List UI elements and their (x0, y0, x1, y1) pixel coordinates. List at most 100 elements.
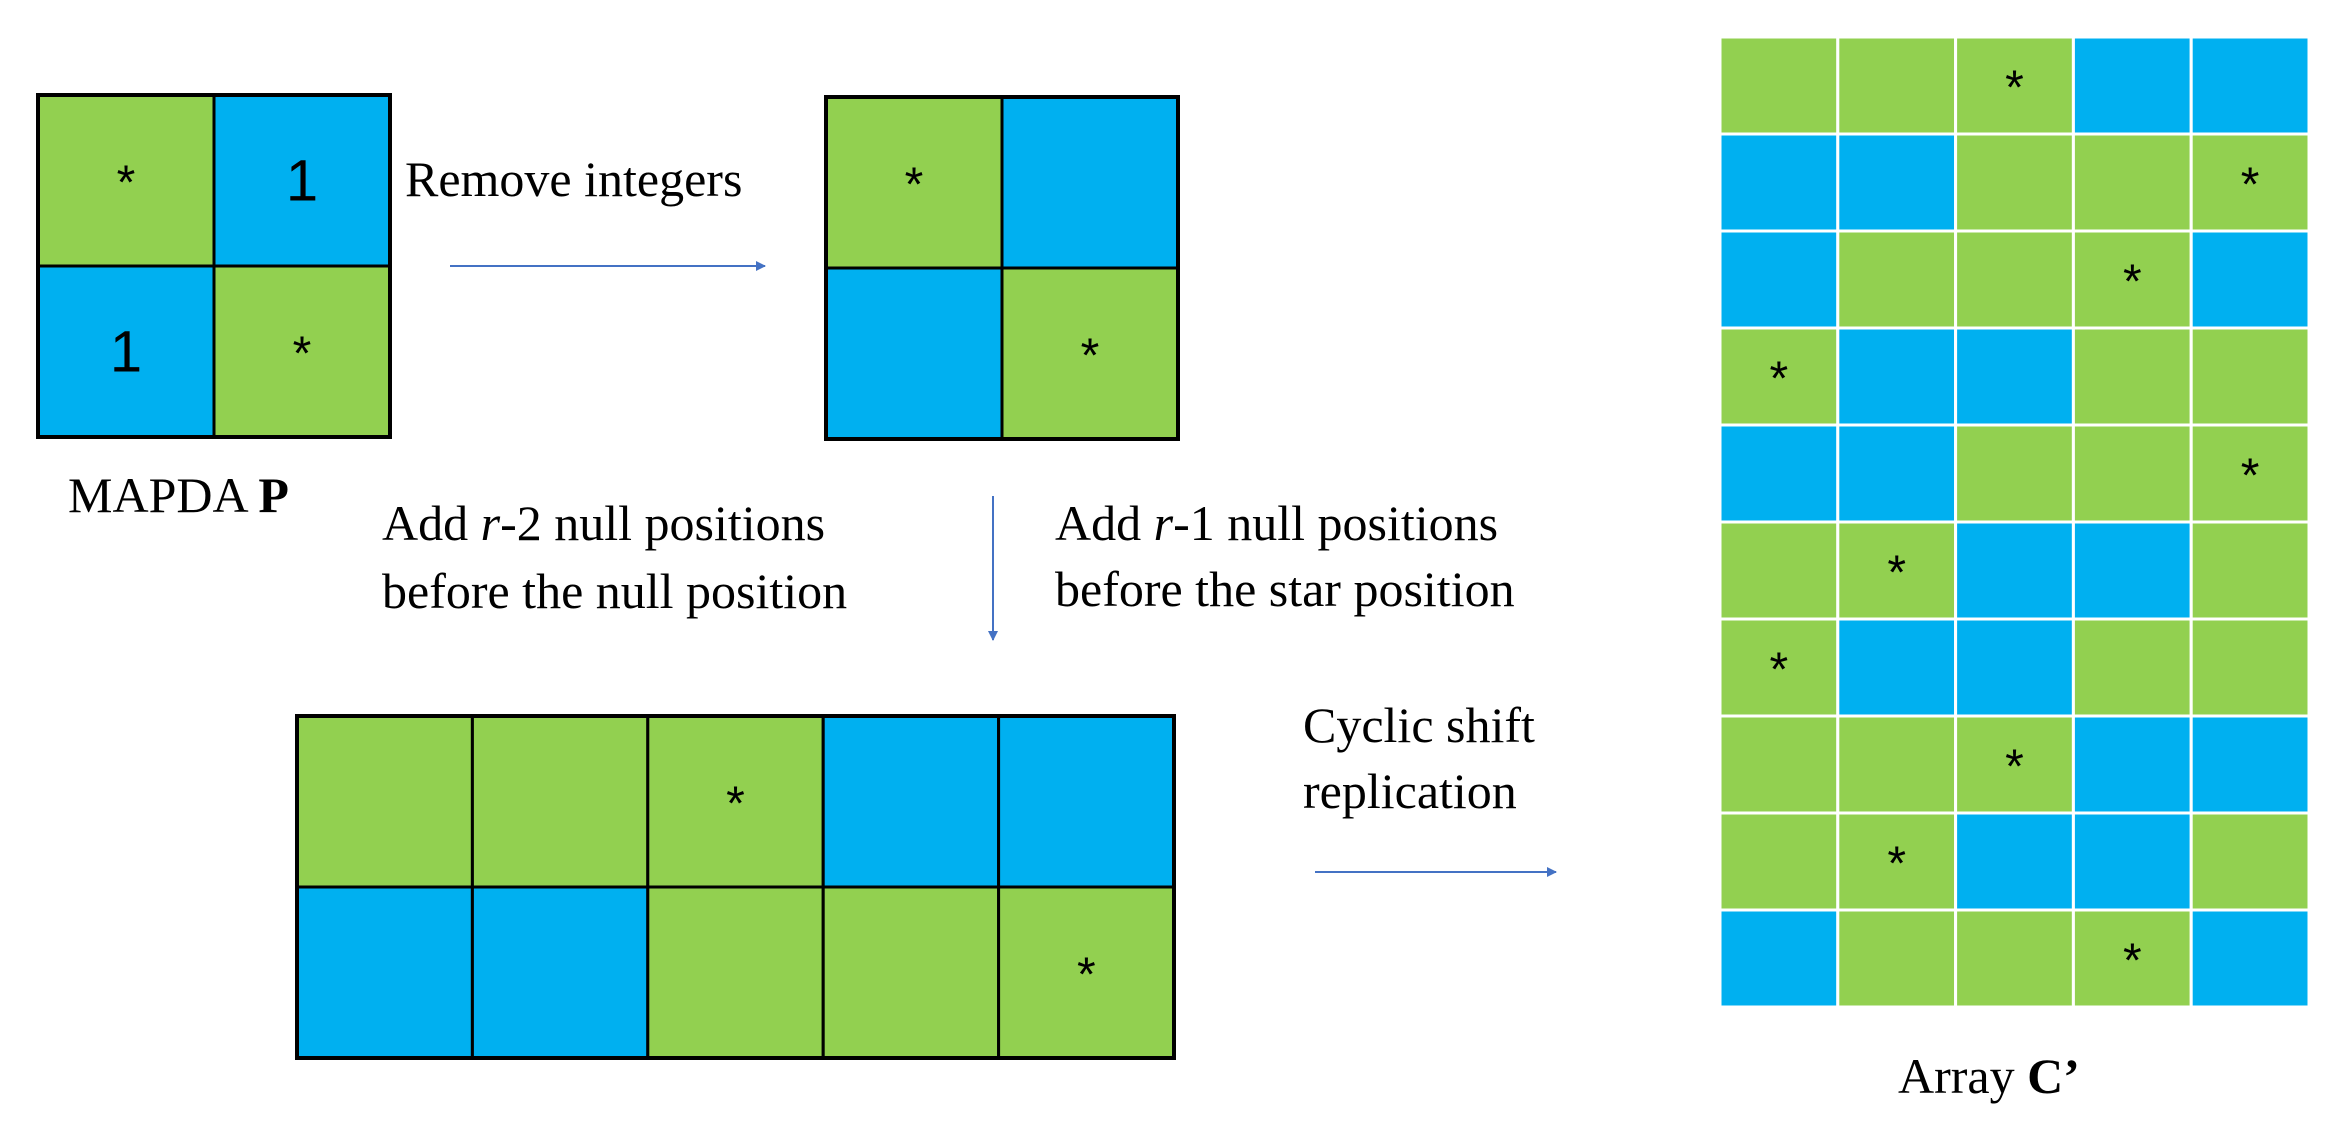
array_c-cell-r1-c2 (1954, 132, 2075, 233)
array_c-cell-r7-c3 (2071, 714, 2193, 815)
expanded-cell-r0-c3 (821, 714, 1001, 889)
array_c-cell-r6-c3 (2071, 617, 2193, 718)
array_c-cell-r3-c1 (1836, 326, 1958, 427)
mapda_p-cell-value-r0-c0: * (117, 157, 136, 210)
array_c-cell-r4-c3 (2071, 423, 2193, 524)
removed-cell-r0-c1 (1000, 95, 1180, 270)
expanded-cell-r1-c3 (821, 885, 1001, 1060)
expanded-outline (295, 714, 1176, 1060)
array_c-cell-r1-c0 (1718, 132, 1840, 233)
array_c-cell-value-r8-c1: * (1887, 838, 1906, 891)
add-r2-post: -2 null positions (500, 495, 825, 551)
cyclic-shift-label-line1: Cyclic shift (1303, 697, 1535, 753)
array_c-cell-r0-c4 (2189, 35, 2311, 136)
mapda_p-cell-r0-c0 (36, 93, 216, 268)
mapda-p-matrix: * 1 1 * (36, 93, 392, 439)
array_c-cell-value-r4-c4: * (2241, 450, 2260, 503)
array_c-cell-value-r3-c0: * (1770, 353, 1789, 406)
array_c-cell-r8-c2 (1954, 811, 2075, 912)
removed-outline (824, 95, 1180, 441)
removed-cell-r1-c0 (824, 266, 1004, 441)
array_c-cell-r3-c2 (1954, 326, 2075, 427)
array-caption-bold: C’ (2027, 1048, 2080, 1104)
array_c-cell-value-r9-c3: * (2123, 935, 2142, 988)
array_c-cell-r5-c0 (1718, 520, 1840, 621)
mapda_p-cell-value-r1-c1: * (293, 328, 312, 381)
array_c-cell-value-r2-c3: * (2123, 256, 2142, 309)
array_c-cell-r0-c3 (2071, 35, 2193, 136)
array_c-cell-r5-c1 (1836, 520, 1958, 621)
mapda-p-caption: MAPDA P (68, 467, 289, 523)
mapda-caption-bold: P (258, 467, 289, 523)
array-c-prime-matrix: * * * * * * * * * * (1718, 35, 2311, 1009)
expanded-cell-value-r1-c4: * (1077, 949, 1096, 1002)
add-r1-post: -1 null positions (1173, 495, 1498, 551)
array_c-cell-r3-c4 (2189, 326, 2311, 427)
add-r2-italic-r: r (481, 495, 501, 551)
array_c-cell-r8-c4 (2189, 811, 2311, 912)
array_c-cell-r2-c2 (1954, 229, 2075, 330)
array_c-cell-value-r1-c4: * (2241, 159, 2260, 212)
expanded-cell-r1-c1 (470, 885, 650, 1060)
mapda_p-cell-r1-c0 (36, 264, 216, 439)
array_c-cell-r4-c1 (1836, 423, 1958, 524)
array_c-cell-r5-c4 (2189, 520, 2311, 621)
array_c-cell-value-r6-c0: * (1770, 644, 1789, 697)
removed-cell-r1-c1 (1000, 266, 1180, 441)
mapda_p-outline (36, 93, 392, 439)
array_c-cell-r5-c3 (2071, 520, 2193, 621)
add-r2-pre: Add (382, 495, 481, 551)
array_c-cell-r9-c1 (1836, 908, 1958, 1009)
add-r2-null-label-line1: Add r-2 null positions (382, 495, 825, 551)
array_c-cell-value-r5-c1: * (1887, 547, 1906, 600)
expanded-cell-r0-c1 (470, 714, 650, 889)
mapda-caption-prefix: MAPDA (68, 467, 258, 523)
add-r1-pre: Add (1055, 495, 1154, 551)
mapda_p-cell-value-r1-c0: 1 (110, 320, 142, 385)
removed-integers-matrix: ** (824, 95, 1180, 441)
array_c-cell-r7-c0 (1718, 714, 1840, 815)
add-r2-null-label-line2: before the null position (382, 563, 847, 619)
array_c-cell-r6-c1 (1836, 617, 1958, 718)
remove-integers-label: Remove integers (405, 151, 742, 207)
expanded-cell-r1-c0 (295, 885, 474, 1060)
array_c-cell-r7-c1 (1836, 714, 1958, 815)
array_c-cell-r2-c4 (2189, 229, 2311, 330)
array_c-cell-r1-c4 (2189, 132, 2311, 233)
array_c-cell-r5-c2 (1954, 520, 2075, 621)
array_c-cell-r3-c0 (1718, 326, 1840, 427)
array_c-cell-r7-c4 (2189, 714, 2311, 815)
array_c-cell-r9-c4 (2189, 908, 2311, 1009)
array_c-cell-r3-c3 (2071, 326, 2193, 427)
array_c-cell-r6-c2 (1954, 617, 2075, 718)
expanded-cell-r0-c2 (646, 714, 825, 889)
array_c-cell-r9-c2 (1954, 908, 2075, 1009)
array_c-cell-value-r0-c2: * (2005, 62, 2024, 115)
add-r1-italic-r: r (1154, 495, 1174, 551)
array_c-cell-r9-c3 (2071, 908, 2193, 1009)
mapda_p-cell-r0-c1 (212, 93, 392, 268)
array_c-cell-r4-c0 (1718, 423, 1840, 524)
removed-cell-value-r1-c1: * (1081, 330, 1100, 383)
array-caption-prefix: Array (1898, 1048, 2027, 1104)
array-c-caption: Array C’ (1898, 1048, 2080, 1104)
array_c-cell-r2-c3 (2071, 229, 2193, 330)
array_c-cell-r8-c0 (1718, 811, 1840, 912)
array_c-cell-r1-c3 (2071, 132, 2193, 233)
array_c-cell-r8-c3 (2071, 811, 2193, 912)
expanded-cell-r1-c2 (646, 885, 825, 1060)
mapda_p-cell-value-r0-c1: 1 (286, 149, 318, 214)
removed-cell-value-r0-c0: * (905, 159, 924, 212)
array_c-cell-r0-c1 (1836, 35, 1958, 136)
add-r1-null-label-line1: Add r-1 null positions (1055, 495, 1498, 551)
array_c-cell-r2-c0 (1718, 229, 1840, 330)
add-r1-null-label-line2: before the star position (1055, 561, 1515, 617)
array_c-cell-r9-c0 (1718, 908, 1840, 1009)
expanded-matrix: ** (295, 714, 1176, 1060)
array_c-cell-value-r7-c2: * (2005, 741, 2024, 794)
array_c-cell-r2-c1 (1836, 229, 1958, 330)
expanded-cell-value-r0-c2: * (726, 778, 745, 831)
array_c-cell-r6-c4 (2189, 617, 2311, 718)
expanded-cell-r0-c4 (997, 714, 1176, 889)
